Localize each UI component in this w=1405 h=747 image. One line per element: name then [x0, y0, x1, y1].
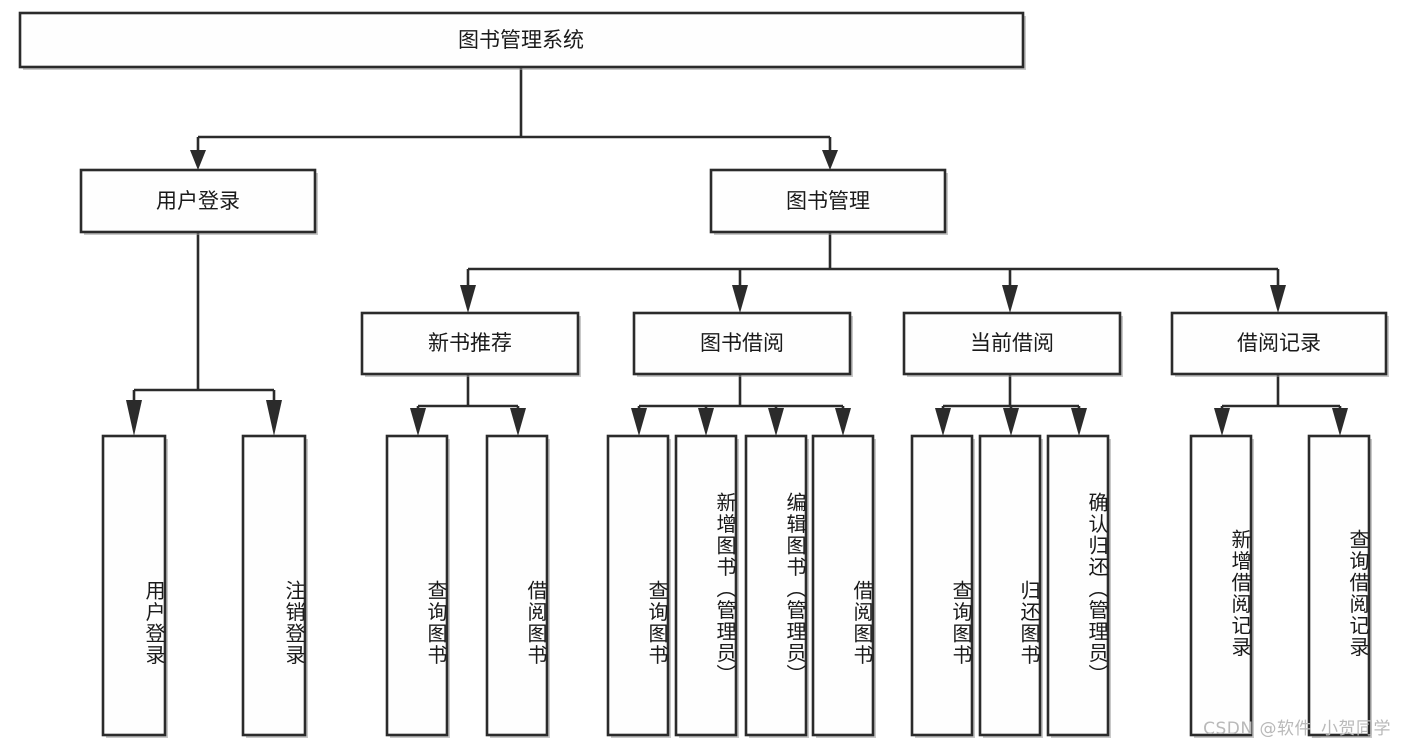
- arrowhead-new-book-rec: [460, 285, 476, 313]
- arrowhead-leaf-query-book-1: [410, 408, 426, 436]
- leaf-box-logout[interactable]: [241, 434, 308, 738]
- node-borrow-record-label: 借阅记录: [1237, 331, 1321, 355]
- arrowhead-leaf-borrow-book-1: [510, 408, 526, 436]
- arrowhead-book-borrow: [732, 285, 748, 313]
- leaf-box-user-login[interactable]: [101, 434, 168, 738]
- node-new-book-rec[interactable]: 新书推荐: [360, 311, 581, 377]
- arrowhead-current-borrow: [1002, 285, 1018, 313]
- arrowhead-leaf-user-login: [126, 400, 142, 436]
- leaf-box-query-record[interactable]: [1307, 434, 1372, 738]
- arrowhead-book-manage: [822, 150, 838, 170]
- leaf-box-return-book[interactable]: [978, 434, 1043, 738]
- arrowhead-leaf-confirm-return: [1071, 408, 1087, 436]
- arrowhead-leaf-logout: [266, 400, 282, 436]
- arrowhead-leaf-add-book: [698, 408, 714, 436]
- node-book-manage-label: 图书管理: [786, 189, 870, 213]
- node-root[interactable]: 图书管理系统: [18, 11, 1026, 70]
- node-current-borrow-label: 当前借阅: [970, 331, 1054, 355]
- node-user-login-label: 用户登录: [156, 189, 240, 213]
- node-book-manage[interactable]: 图书管理: [709, 168, 948, 235]
- arrowhead-leaf-edit-book: [768, 408, 784, 436]
- node-current-borrow[interactable]: 当前借阅: [902, 311, 1123, 377]
- arrowhead-leaf-query-book-3: [935, 408, 951, 436]
- arrowhead-user-login: [190, 150, 206, 170]
- connector-layer: [126, 67, 1348, 436]
- arrowhead-leaf-query-book-2: [631, 408, 647, 436]
- csdn-watermark: CSDN @软件_小贺同学: [1203, 719, 1391, 739]
- arrowhead-leaf-query-record: [1332, 408, 1348, 436]
- node-user-login[interactable]: 用户登录: [79, 168, 318, 235]
- leaf-box-query-book-2[interactable]: [606, 434, 671, 738]
- arrowhead-borrow-record: [1270, 285, 1286, 313]
- leaf-box-edit-book[interactable]: [744, 434, 809, 738]
- leaf-box-query-book-3[interactable]: [910, 434, 975, 738]
- node-book-borrow[interactable]: 图书借阅: [632, 311, 853, 377]
- node-root-label: 图书管理系统: [458, 28, 584, 52]
- arrowhead-leaf-borrow-book-2: [835, 408, 851, 436]
- node-book-borrow-label: 图书借阅: [700, 331, 784, 355]
- leaf-box-borrow-book-1[interactable]: [485, 434, 550, 738]
- leaf-box-borrow-book-2[interactable]: [811, 434, 876, 738]
- leaf-box-query-book-1[interactable]: [385, 434, 450, 738]
- node-new-book-rec-label: 新书推荐: [428, 331, 512, 355]
- arrowhead-leaf-add-record: [1214, 408, 1230, 436]
- node-borrow-record[interactable]: 借阅记录: [1170, 311, 1389, 377]
- leaf-box-confirm-return[interactable]: [1046, 434, 1111, 738]
- arrowhead-leaf-return-book: [1003, 408, 1019, 436]
- leaf-box-add-record[interactable]: [1189, 434, 1254, 738]
- leaf-box-add-book[interactable]: [674, 434, 739, 738]
